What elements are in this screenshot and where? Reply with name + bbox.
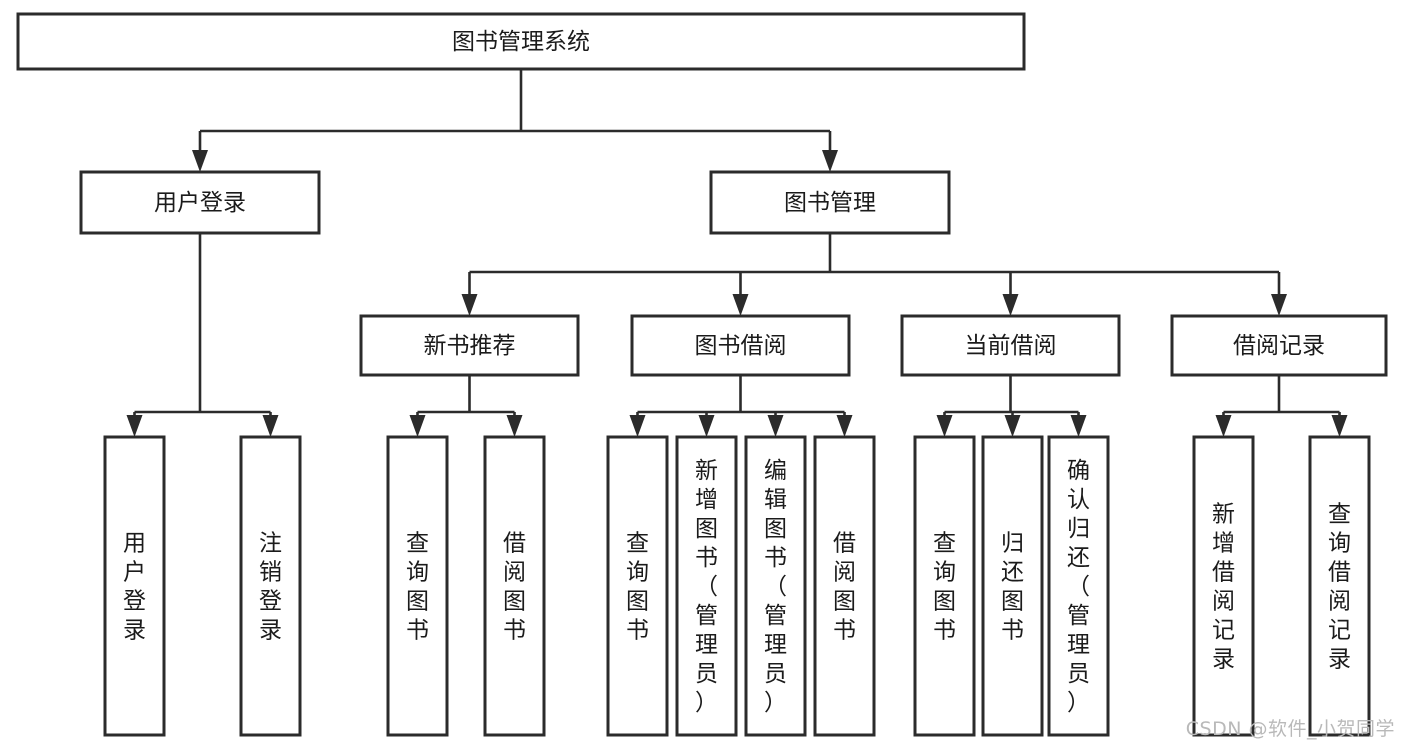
- node-book-manage[interactable]: 图书管理: [709, 170, 951, 235]
- node-label-leaf-query-book-3: 查询图书: [933, 531, 956, 644]
- node-label-leaf-user-logout: 注销登录: [259, 531, 282, 644]
- arrow-head-icon: [126, 415, 143, 437]
- node-label-borrow-record: 借阅记录: [1233, 333, 1325, 359]
- node-box-leaf-borrow-book-1: [483, 435, 546, 737]
- node-leaf-return-book[interactable]: 归还图书: [981, 435, 1044, 737]
- node-box-leaf-query-book-3: [913, 435, 976, 737]
- node-box-leaf-user-login: [103, 435, 166, 737]
- node-leaf-add-record[interactable]: 新增借阅记录: [1192, 435, 1255, 737]
- arrow-head-icon: [822, 150, 838, 172]
- node-box-leaf-borrow-book-2: [813, 435, 876, 737]
- node-label-book-borrow: 图书借阅: [695, 333, 787, 359]
- node-leaf-confirm-return[interactable]: 确认归还（管理员）: [1047, 435, 1110, 737]
- node-leaf-query-record[interactable]: 查询借阅记录: [1308, 435, 1371, 737]
- node-label-leaf-edit-book: 编辑图书（管理员）: [764, 458, 787, 716]
- node-label-leaf-query-record: 查询借阅记录: [1328, 502, 1351, 673]
- node-box-leaf-add-book: [675, 435, 738, 737]
- arrow-head-icon: [192, 150, 208, 172]
- node-new-book-recommend[interactable]: 新书推荐: [359, 314, 580, 377]
- arrow-head-icon: [1215, 415, 1232, 437]
- arrow-head-icon: [1004, 415, 1021, 437]
- node-label-current-borrow: 当前借阅: [965, 333, 1057, 359]
- node-leaf-user-login[interactable]: 用户登录: [103, 435, 166, 737]
- arrow-head-icon: [936, 415, 953, 437]
- node-leaf-add-book[interactable]: 新增图书（管理员）: [675, 435, 738, 737]
- node-book-borrow[interactable]: 图书借阅: [630, 314, 851, 377]
- arrow-head-icon: [1331, 415, 1348, 437]
- node-box-current-borrow: [900, 314, 1121, 377]
- arrow-head-icon: [506, 415, 523, 437]
- arrow-head-icon: [732, 294, 749, 316]
- node-box-root: [16, 12, 1026, 71]
- node-borrow-record[interactable]: 借阅记录: [1170, 314, 1388, 377]
- arrow-head-icon: [836, 415, 853, 437]
- node-leaf-query-book-3[interactable]: 查询图书: [913, 435, 976, 737]
- node-box-borrow-record: [1170, 314, 1388, 377]
- node-box-leaf-return-book: [981, 435, 1044, 737]
- node-leaf-query-book-2[interactable]: 查询图书: [606, 435, 669, 737]
- node-box-new-book-recommend: [359, 314, 580, 377]
- arrow-head-icon: [461, 294, 478, 316]
- node-user-login[interactable]: 用户登录: [79, 170, 321, 235]
- node-label-leaf-return-book: 归还图书: [1001, 531, 1024, 644]
- node-box-leaf-add-record: [1192, 435, 1255, 737]
- node-box-book-manage: [709, 170, 951, 235]
- arrow-head-icon: [629, 415, 646, 437]
- node-label-user-login: 用户登录: [154, 190, 246, 216]
- connector-layer: [126, 69, 1348, 437]
- node-label-leaf-user-login: 用户登录: [123, 531, 146, 644]
- arrow-head-icon: [1002, 294, 1019, 316]
- arrow-head-icon: [767, 415, 784, 437]
- node-label-leaf-query-book-1: 查询图书: [406, 531, 429, 644]
- node-box-leaf-confirm-return: [1047, 435, 1110, 737]
- arrow-head-icon: [409, 415, 426, 437]
- node-box-leaf-query-book-1: [386, 435, 449, 737]
- node-leaf-borrow-book-2[interactable]: 借阅图书: [813, 435, 876, 737]
- node-layer: 图书管理系统用户登录图书管理新书推荐图书借阅当前借阅借阅记录用户登录注销登录查询…: [16, 12, 1388, 737]
- arrow-head-icon: [698, 415, 715, 437]
- node-current-borrow[interactable]: 当前借阅: [900, 314, 1121, 377]
- node-label-new-book-recommend: 新书推荐: [424, 333, 516, 359]
- node-leaf-user-logout[interactable]: 注销登录: [239, 435, 302, 737]
- node-root[interactable]: 图书管理系统: [16, 12, 1026, 71]
- node-label-leaf-borrow-book-1: 借阅图书: [503, 531, 526, 644]
- node-box-book-borrow: [630, 314, 851, 377]
- node-box-leaf-user-logout: [239, 435, 302, 737]
- node-box-leaf-edit-book: [744, 435, 807, 737]
- node-leaf-query-book-1[interactable]: 查询图书: [386, 435, 449, 737]
- node-box-leaf-query-record: [1308, 435, 1371, 737]
- node-leaf-edit-book[interactable]: 编辑图书（管理员）: [744, 435, 807, 737]
- node-box-user-login: [79, 170, 321, 235]
- arrow-head-icon: [262, 415, 279, 437]
- node-label-leaf-confirm-return: 确认归还（管理员）: [1067, 458, 1090, 716]
- node-label-leaf-query-book-2: 查询图书: [626, 531, 649, 644]
- arrow-head-icon: [1070, 415, 1087, 437]
- node-box-leaf-query-book-2: [606, 435, 669, 737]
- node-label-leaf-borrow-book-2: 借阅图书: [833, 531, 856, 644]
- node-label-leaf-add-book: 新增图书（管理员）: [695, 458, 718, 716]
- node-label-book-manage: 图书管理: [784, 190, 876, 216]
- arrow-head-icon: [1271, 294, 1287, 316]
- node-label-leaf-add-record: 新增借阅记录: [1212, 502, 1235, 673]
- node-label-root: 图书管理系统: [452, 29, 590, 55]
- node-leaf-borrow-book-1[interactable]: 借阅图书: [483, 435, 546, 737]
